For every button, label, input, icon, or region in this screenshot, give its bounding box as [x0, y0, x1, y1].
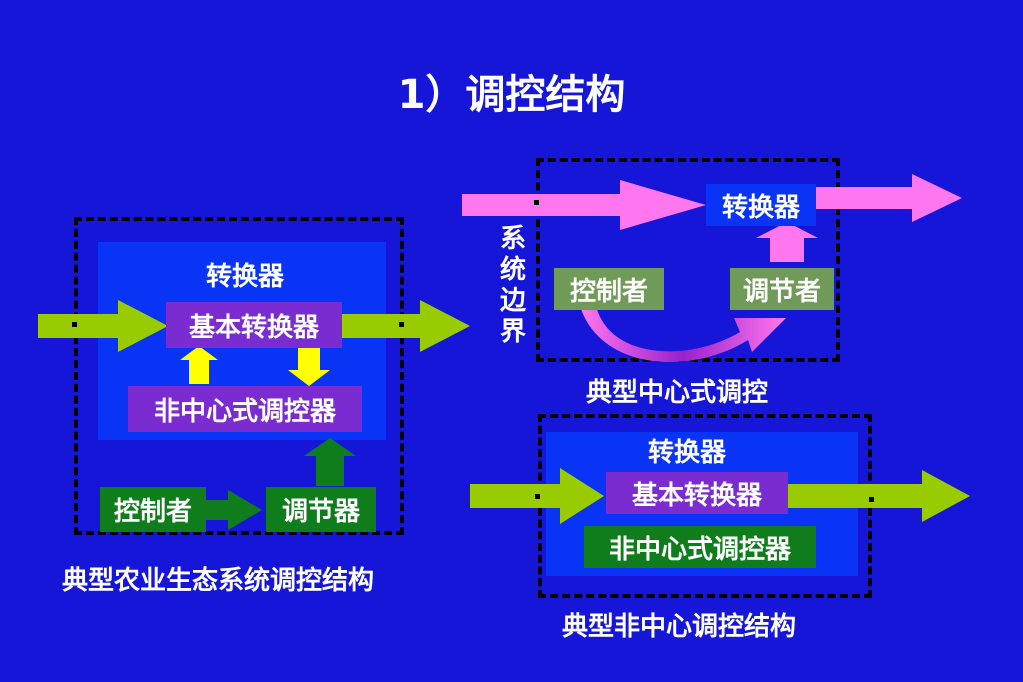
left-decentral-regulator: 非中心式调控器 — [128, 386, 362, 432]
left-converter-label: 转换器 — [206, 262, 285, 292]
left-boundary-marker — [72, 322, 77, 327]
top-right-caption: 典型中心式调控 — [586, 378, 769, 408]
system-boundary-label: 系统边界 — [499, 224, 526, 347]
bottom-right-boundary-marker — [535, 494, 540, 499]
bottom-right-decentral-regulator: 非中心式调控器 — [584, 526, 816, 568]
bottom-right-caption: 典型非中心调控结构 — [562, 612, 797, 642]
top-right-regulator: 调节者 — [730, 268, 834, 310]
left-green-up-arrow — [304, 438, 356, 486]
left-boundary-marker — [399, 322, 404, 327]
left-system-boundary — [74, 217, 404, 535]
left-yellow-up-arrow — [180, 346, 218, 384]
left-regulator: 调节器 — [266, 487, 376, 532]
top-right-input-arrow — [462, 180, 706, 230]
left-basic-converter: 基本转换器 — [166, 302, 342, 348]
bottom-right-converter-label: 转换器 — [648, 438, 727, 468]
page-title: 1）调控结构 — [397, 72, 626, 118]
top-right-output-arrow — [816, 174, 962, 222]
bottom-right-output-arrow — [786, 470, 970, 522]
left-controller: 控制者 — [100, 487, 206, 532]
top-right-converter: 转换器 — [706, 184, 816, 226]
left-input-arrow — [38, 300, 168, 352]
left-caption: 典型农业生态系统调控结构 — [62, 566, 375, 596]
bottom-right-boundary-marker — [869, 497, 874, 502]
top-right-curved-arrow — [580, 306, 786, 363]
top-right-boundary-marker — [534, 200, 539, 205]
top-right-up-arrow — [756, 222, 818, 262]
left-output-arrow — [340, 300, 470, 352]
top-right-controller: 控制者 — [554, 268, 664, 310]
left-yellow-down-arrow — [288, 346, 330, 386]
left-green-right-arrow — [206, 490, 262, 530]
bottom-right-basic-converter: 基本转换器 — [606, 472, 788, 514]
